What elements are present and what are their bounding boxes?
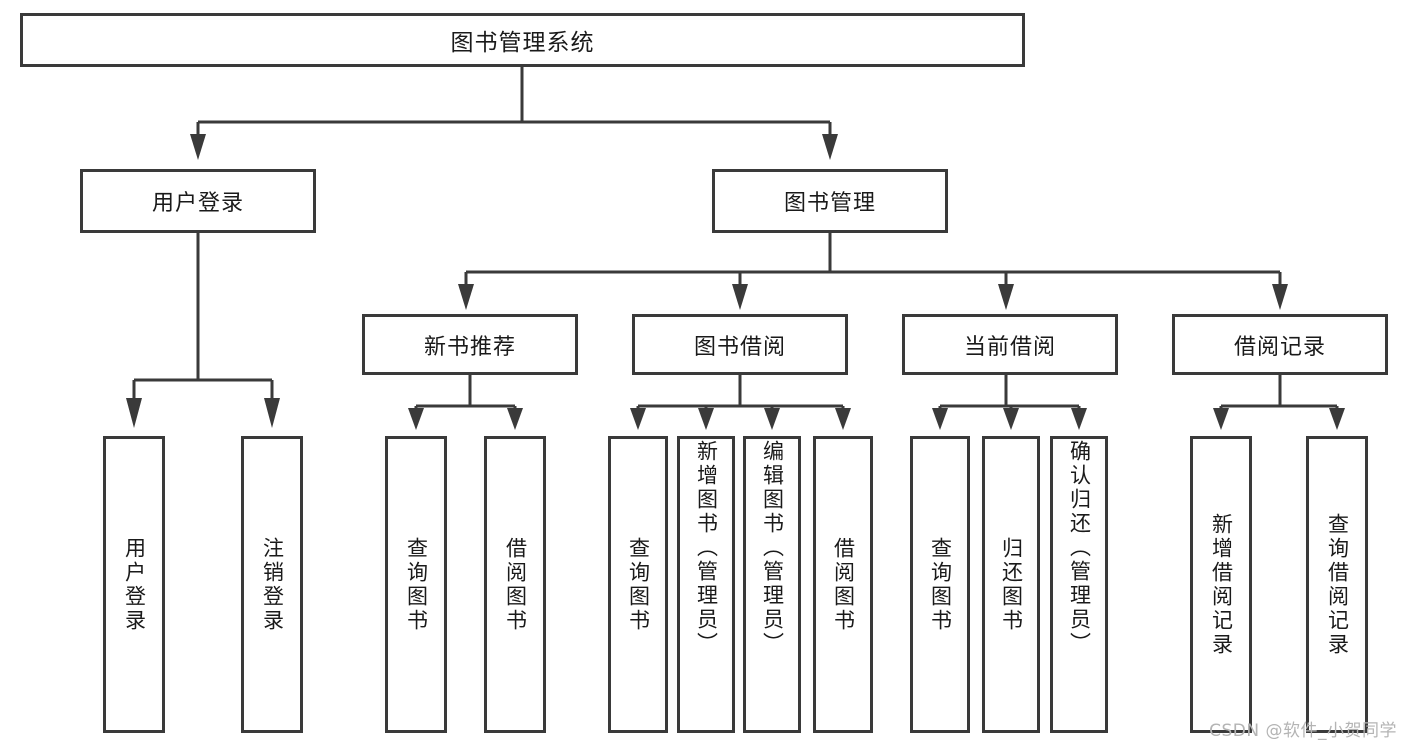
arrow-head-cb-return-book <box>1003 408 1019 430</box>
node-new-book-rec-box[interactable] <box>362 314 578 375</box>
leaf-box-logout[interactable] <box>241 436 303 733</box>
arrow-head-br-add-record <box>1213 408 1229 430</box>
arrow-head-book-borrow <box>732 284 748 310</box>
arrow-head-bb-edit-book <box>764 408 780 430</box>
leaf-box-br-query-record[interactable] <box>1306 436 1368 733</box>
csdn-watermark: CSDN @软件_小贺同学 <box>1209 721 1397 741</box>
arrow-head-borrow-record <box>1272 284 1288 310</box>
leaf-box-bb-add-book[interactable] <box>677 436 735 733</box>
arrow-head-book-mgmt <box>822 134 838 160</box>
node-book-borrow-box[interactable] <box>632 314 848 375</box>
leaf-box-nbr-query-book[interactable] <box>385 436 447 733</box>
node-borrow-record-box[interactable] <box>1172 314 1388 375</box>
leaf-box-user-login[interactable] <box>103 436 165 733</box>
arrow-head-leaf-user-login <box>126 398 142 428</box>
arrow-head-br-query-record <box>1329 408 1345 430</box>
leaf-box-bb-edit-book[interactable] <box>743 436 801 733</box>
arrow-head-leaf-logout <box>264 398 280 428</box>
leaf-box-bb-query-book[interactable] <box>608 436 668 733</box>
leaf-box-nbr-borrow-book[interactable] <box>484 436 546 733</box>
leaf-box-cb-query-book[interactable] <box>910 436 970 733</box>
arrow-head-bb-query-book <box>630 408 646 430</box>
arrow-head-bb-borrow-book <box>835 408 851 430</box>
arrow-head-nbr-borrow-book <box>507 408 523 430</box>
arrow-head-current-borrow <box>998 284 1014 310</box>
node-book-mgmt-box[interactable] <box>712 169 948 233</box>
arrow-head-cb-query-book <box>932 408 948 430</box>
node-root-box[interactable] <box>20 13 1025 67</box>
arrow-head-user-login <box>190 134 206 160</box>
arrow-head-cb-confirm-return <box>1071 408 1087 430</box>
arrow-head-bb-add-book <box>698 408 714 430</box>
arrow-head-nbr-query-book <box>408 408 424 430</box>
node-current-borrow-box[interactable] <box>902 314 1118 375</box>
leaf-box-cb-confirm-return[interactable] <box>1050 436 1108 733</box>
leaf-box-br-add-record[interactable] <box>1190 436 1252 733</box>
arrow-head-new-book-rec <box>458 284 474 310</box>
node-user-login-box[interactable] <box>80 169 316 233</box>
leaf-box-cb-return-book[interactable] <box>982 436 1040 733</box>
leaf-box-bb-borrow-book[interactable] <box>813 436 873 733</box>
